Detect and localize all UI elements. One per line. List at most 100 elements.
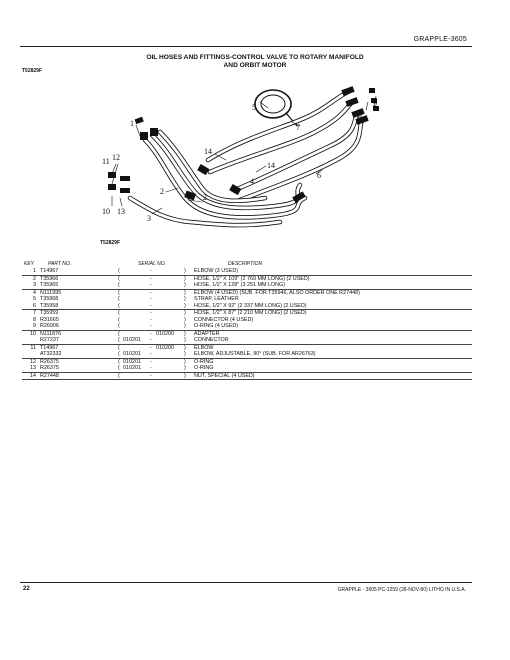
row-description: HOSE, 1/2" X 87" (2 210 MM LONG) (2 USED… <box>194 310 307 316</box>
serial-close-paren: ) <box>184 296 186 302</box>
serial-close-paren: ) <box>184 351 186 357</box>
row-serial-dash: - <box>150 275 152 282</box>
serial-open-paren: ( <box>118 337 120 343</box>
serial-open-paren: ( <box>118 330 120 337</box>
serial-open-paren: ( <box>118 275 120 282</box>
row-key: 12 <box>30 358 36 365</box>
row-description: O-RING <box>194 365 214 371</box>
serial-close-paren: ) <box>184 268 186 274</box>
row-description: CONNECTOR (4 USED) <box>194 316 254 323</box>
hose-diagram: 1 11 12 10 13 3 2 2 4 14 14 5 7 6 8 9 <box>102 86 379 228</box>
callout-13: 13 <box>117 207 125 216</box>
row-part-no: R26375 <box>40 358 59 365</box>
row-part-no: AT32332 <box>40 351 62 357</box>
serial-open-paren: ( <box>118 282 120 288</box>
row-part-no: N111995 <box>40 289 62 296</box>
serial-open-paren: ( <box>118 296 120 302</box>
title-line-1: OIL HOSES AND FITTINGS-CONTROL VALVE TO … <box>146 54 364 61</box>
table-row: R27237(010201-)CONNECTOR <box>22 337 472 345</box>
row-serial-from: 010201 <box>123 351 141 357</box>
row-key: 8 <box>33 316 36 323</box>
callout-9: 9 <box>373 99 377 108</box>
row-part-no: T35965 <box>40 282 59 288</box>
row-serial-from: 010201 <box>123 337 141 343</box>
row-key: 13 <box>30 365 36 371</box>
table-row: AT32332(010201-)ELBOW, ADJUSTABLE, 90° (… <box>22 351 472 359</box>
row-serial-from: 010201 <box>123 358 141 365</box>
row-part-no: T35966 <box>40 275 59 282</box>
row-serial-dash: - <box>150 337 152 343</box>
fittings <box>108 86 379 203</box>
row-description: HOSE, 1/2" X 128" (3 251 MM LONG) <box>194 282 286 288</box>
footer-rule <box>20 582 472 583</box>
row-description: ELBOW (3 USED) <box>194 268 239 274</box>
callout-5: 5 <box>252 103 256 112</box>
row-description: ELBOW, ADJUSTABLE, 90° (SUB. FOR AR26763… <box>194 351 316 357</box>
serial-open-paren: ( <box>118 310 120 316</box>
page-title: OIL HOSES AND FITTINGS-CONTROL VALVE TO … <box>0 54 510 70</box>
row-serial-dash: - <box>150 268 152 274</box>
callout-11: 11 <box>102 157 110 166</box>
col-head-key: KEY <box>24 261 35 267</box>
row-key: 6 <box>33 302 36 309</box>
row-part-no: N111876 <box>40 330 62 337</box>
row-part-no: T14967 <box>40 344 59 351</box>
serial-open-paren: ( <box>118 351 120 357</box>
row-description: ADAPTER <box>194 330 220 337</box>
row-serial-dash: - <box>150 323 152 329</box>
row-serial-dash: - <box>150 289 152 296</box>
header-id: GRAPPLE-3605 <box>413 36 467 43</box>
row-description: NUT, SPECIAL (4 USED) <box>194 372 255 379</box>
row-key: 14 <box>30 372 36 379</box>
serial-close-paren: ) <box>184 282 186 288</box>
callout-7: 7 <box>296 123 300 132</box>
row-key: 11 <box>30 344 36 351</box>
serial-close-paren: ) <box>184 372 186 379</box>
row-key: 10 <box>30 330 36 337</box>
row-serial-dash: - <box>150 330 152 337</box>
serial-close-paren: ) <box>184 344 186 351</box>
row-key: 7 <box>33 310 36 316</box>
serial-close-paren: ) <box>184 365 186 371</box>
col-head-desc: DESCRIPTION <box>228 261 263 267</box>
row-part-no: T14967 <box>40 268 59 274</box>
row-part-no: R27237 <box>40 337 59 343</box>
serial-open-paren: ( <box>118 289 120 296</box>
row-description: ELBOW <box>194 344 214 351</box>
row-key: 9 <box>33 323 36 329</box>
callout-12: 12 <box>112 153 120 162</box>
serial-open-paren: ( <box>118 372 120 379</box>
row-part-no: R31665 <box>40 316 59 323</box>
callout-14a: 14 <box>204 147 212 156</box>
row-serial-dash: - <box>150 282 152 288</box>
callout-3: 3 <box>147 214 151 223</box>
row-serial-dash: - <box>150 316 152 323</box>
row-part-no: R26375 <box>40 365 59 371</box>
footer-reference: GRAPPLE - 3605 PC-1259 (28-NOV-80) LITHO… <box>337 587 466 593</box>
row-description: ELBOW (4 USED) (SUB. FOR T35946, ALSO OR… <box>194 289 360 296</box>
row-serial-to: 010200 <box>156 344 174 351</box>
title-line-2: AND ORBIT MOTOR <box>223 62 287 69</box>
figure-code-bottom: T52829F <box>100 240 121 246</box>
row-serial-dash: - <box>150 310 152 316</box>
callout-10: 10 <box>102 207 110 216</box>
row-key: 5 <box>33 296 36 302</box>
serial-close-paren: ) <box>184 316 186 323</box>
serial-open-paren: ( <box>118 268 120 274</box>
serial-close-paren: ) <box>184 275 186 282</box>
callout-2b: 2 <box>203 193 207 202</box>
row-part-no: R27448 <box>40 372 59 379</box>
callout-8: 8 <box>358 113 362 122</box>
row-description: O-RING (4 USED) <box>194 323 239 329</box>
serial-open-paren: ( <box>118 344 120 351</box>
col-head-serial: SERIAL NO. <box>138 261 166 267</box>
row-serial-dash: - <box>150 358 152 365</box>
